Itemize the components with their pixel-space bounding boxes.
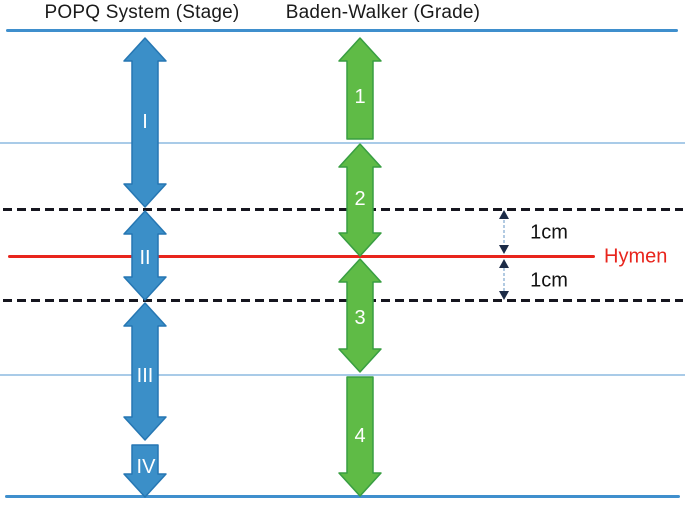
lower-measure-arrow bbox=[499, 259, 509, 300]
bottom-boundary-line bbox=[5, 495, 680, 498]
lower-measure-label: 1cm bbox=[530, 269, 568, 292]
hymen-label: Hymen bbox=[604, 245, 668, 268]
popq-stage-4-arrow bbox=[123, 444, 167, 498]
upper-measure-arrow bbox=[499, 210, 509, 254]
popq-stage-3-label: III bbox=[136, 365, 154, 387]
baden-grade-2-label: 2 bbox=[354, 188, 366, 210]
upper-measure-label: 1cm bbox=[530, 221, 568, 244]
hymen-line bbox=[8, 255, 595, 258]
baden-grade-4-label: 4 bbox=[354, 425, 366, 447]
popq-stage-3-arrow bbox=[123, 302, 167, 441]
popq-stage-2-label: II bbox=[139, 247, 151, 269]
popq-stage-1-arrow bbox=[123, 37, 167, 208]
lower-light-reference-line bbox=[0, 374, 685, 376]
baden-walker-column-header: Baden-Walker (Grade) bbox=[285, 2, 481, 23]
upper-dashed-line bbox=[3, 208, 683, 211]
baden-grade-2-arrow bbox=[338, 143, 382, 257]
upper-light-reference-line bbox=[0, 142, 685, 144]
popq-stage-4-label: IV bbox=[136, 456, 156, 478]
lower-dashed-line bbox=[3, 299, 683, 302]
top-boundary-line bbox=[6, 29, 678, 32]
popq-stage-2-arrow bbox=[123, 210, 167, 301]
baden-grade-1-label: 1 bbox=[354, 86, 366, 108]
popq-column-header: POPQ System (Stage) bbox=[44, 2, 240, 23]
popq-stage-1-label: I bbox=[142, 111, 148, 133]
baden-grade-3-arrow bbox=[338, 258, 382, 373]
baden-grade-1-arrow bbox=[338, 37, 382, 140]
baden-grade-4-arrow bbox=[338, 376, 382, 497]
baden-grade-3-label: 3 bbox=[354, 307, 366, 329]
